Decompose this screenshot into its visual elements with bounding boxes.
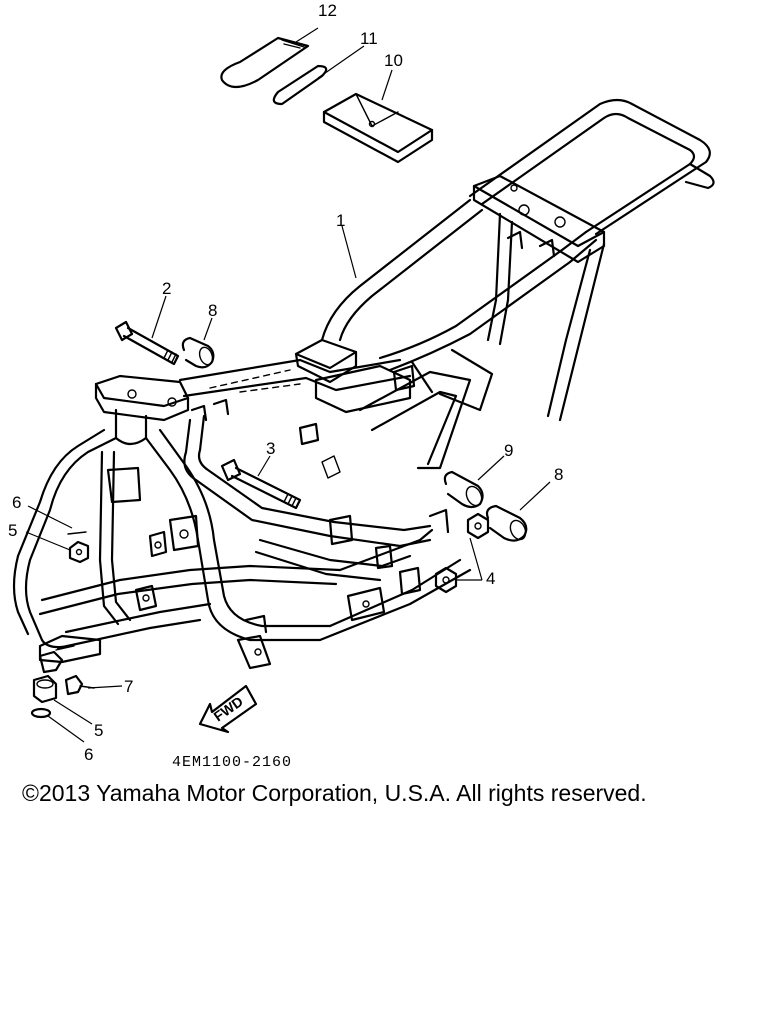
part-4-nuts [434, 512, 490, 594]
part-2-bolt [114, 320, 180, 366]
callout-9: 9 [504, 441, 513, 460]
part-8-collar-upper [181, 336, 215, 369]
callout-labels: 12 11 10 1 2 8 3 9 8 4 6 5 7 5 6 [8, 1, 563, 764]
part-9-collar [443, 470, 484, 509]
callout-6-upper: 6 [12, 493, 21, 512]
fwd-arrow: FWD [198, 684, 258, 734]
part-10-pouch [322, 92, 434, 164]
callout-7: 7 [124, 677, 133, 696]
part-11-rod [272, 64, 328, 106]
callout-6-lower: 6 [84, 745, 93, 764]
frame-parts-diagram: FWD 12 11 10 1 2 8 3 9 8 4 6 5 7 5 6 [8, 1, 715, 770]
frame-front-nut [38, 650, 64, 674]
part-8-collar-right [485, 504, 528, 542]
callout-11: 11 [360, 29, 378, 48]
diagram-part-code: 4EM1100-2160 [172, 754, 292, 770]
callout-2: 2 [162, 279, 171, 298]
callout-8-upper: 8 [208, 301, 217, 320]
callout-10: 10 [384, 51, 403, 70]
callout-8-right: 8 [554, 465, 563, 484]
part-3-bolt [220, 455, 341, 510]
callout-5-upper: 5 [8, 521, 17, 540]
part-1-frame [12, 98, 715, 670]
callout-1: 1 [336, 211, 345, 230]
copyright-notice: ©2013 Yamaha Motor Corporation, U.S.A. A… [22, 780, 647, 806]
callout-12: 12 [318, 1, 337, 20]
callout-4: 4 [486, 569, 495, 588]
callout-3: 3 [266, 439, 275, 458]
leader-lines [25, 27, 551, 743]
part-7-bolt [64, 674, 95, 696]
callout-5-lower: 5 [94, 721, 103, 740]
part-12-strap [220, 36, 310, 89]
part-5-6-upper [67, 531, 90, 564]
fwd-label: FWD [211, 693, 246, 724]
part-5-6-lower [30, 674, 58, 719]
